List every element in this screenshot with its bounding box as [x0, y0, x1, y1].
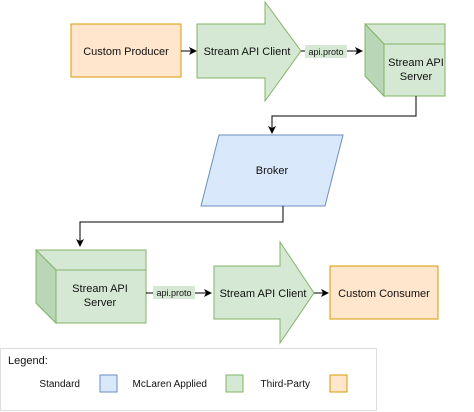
legend-label-mclaren: McLaren Applied — [133, 379, 208, 390]
legend-swatch-green — [225, 374, 244, 393]
custom-producer-label: Custom Producer — [83, 46, 169, 58]
stream-api-server-top-label-1: Stream API — [388, 57, 444, 69]
stream-api-server-bottom-node[interactable]: Stream API Server — [35, 248, 147, 325]
stream-api-client-bottom-label: Stream API Client — [220, 288, 307, 300]
stream-api-client-bottom-node[interactable]: Stream API Client — [213, 240, 315, 345]
stream-api-server-top-label-2: Server — [400, 71, 433, 83]
edge-label-bg-bottom — [153, 286, 195, 299]
custom-consumer-label: Custom Consumer — [338, 288, 430, 300]
broker-node[interactable]: Broker — [200, 134, 344, 207]
legend-label-standard: Standard — [39, 379, 80, 390]
edge-broker-to-server — [76, 206, 284, 247]
legend-swatch-orange — [329, 374, 348, 393]
legend-swatch-blue — [99, 374, 118, 393]
stream-api-client-top-node[interactable]: Stream API Client — [196, 0, 302, 103]
edge-label-bottom-proto: api.proto — [156, 288, 191, 298]
edge-server-to-broker — [268, 96, 417, 134]
edge-label-top-proto: api.proto — [308, 47, 343, 57]
legend-frame — [0, 348, 377, 411]
legend: Legend: Standard McLaren Applied Third-P… — [0, 348, 377, 411]
legend-label-third-party: Third-Party — [261, 379, 310, 390]
custom-producer-node[interactable]: Custom Producer — [70, 23, 182, 78]
stream-api-client-top-label: Stream API Client — [204, 46, 291, 58]
legend-title: Legend: — [8, 355, 48, 367]
custom-consumer-node[interactable]: Custom Consumer — [329, 265, 439, 320]
stream-api-server-bottom-label-1: Stream API — [72, 283, 128, 295]
stream-api-server-top-node[interactable]: Stream API Server — [364, 22, 446, 98]
broker-label: Broker — [256, 165, 289, 177]
stream-api-server-bottom-label-2: Server — [84, 297, 117, 309]
edge-label-bg-top — [305, 45, 347, 58]
